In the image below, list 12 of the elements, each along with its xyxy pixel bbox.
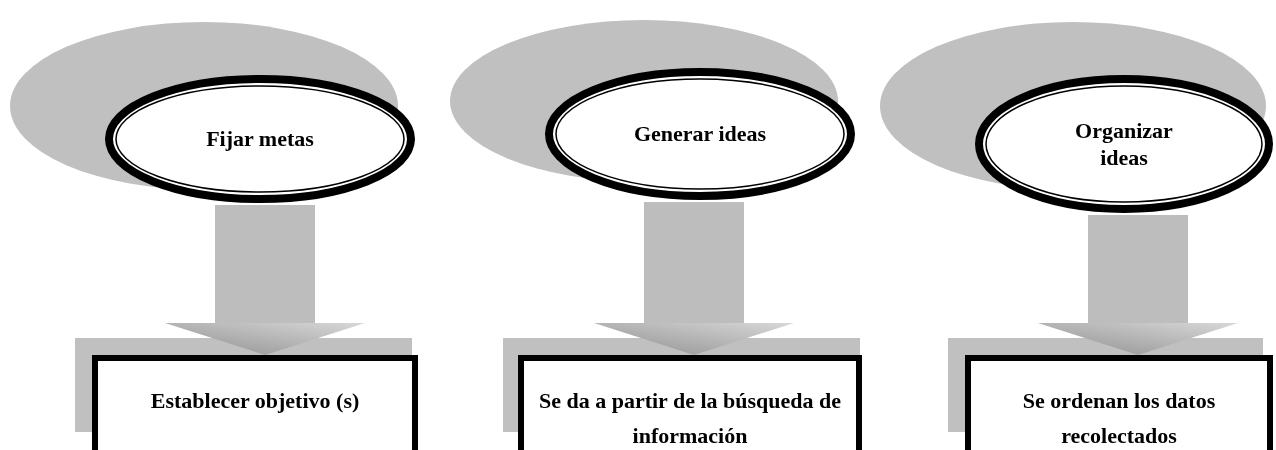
text-box: [965, 355, 1273, 450]
node-label: Fijar metas: [205, 125, 315, 153]
node-label: Establecer objetivo (s): [149, 387, 361, 415]
double-ellipse: [975, 75, 1273, 213]
node-label: Se da a partir de la búsqueda de información: [538, 387, 842, 450]
text-box: [92, 355, 418, 450]
text-box: [518, 355, 862, 450]
double-ellipse: [105, 75, 415, 203]
node-label: Organizar ideas: [1074, 116, 1174, 172]
node-label: Se ordenan los datos recolectados: [1021, 387, 1217, 450]
double-ellipse: [545, 68, 855, 200]
node-label: Generar ideas: [632, 120, 768, 148]
